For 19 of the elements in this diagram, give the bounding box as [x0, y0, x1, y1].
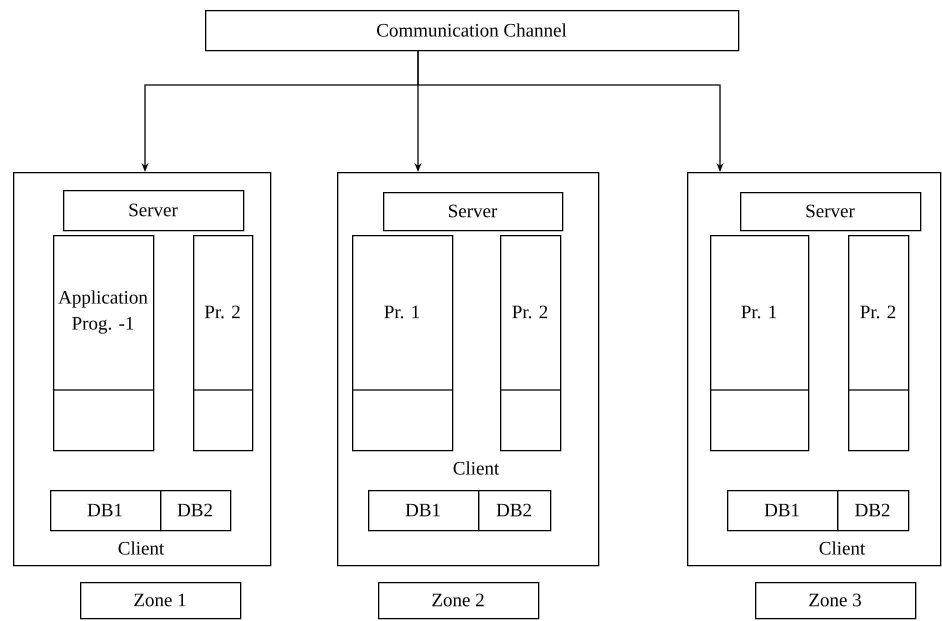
- database-box: DB1: [50, 490, 162, 532]
- program-box: Pr. 2: [848, 235, 910, 452]
- channel-box: Communication Channel: [205, 10, 740, 52]
- zone-label-box: Zone 2: [378, 582, 540, 620]
- zone-label-box: Zone 3: [755, 582, 916, 620]
- server-box: Server: [383, 192, 564, 232]
- program-box: Application Prog. -1: [53, 235, 154, 452]
- server-box: Server: [740, 192, 922, 232]
- database-box: DB2: [478, 490, 552, 532]
- database-box: DB2: [160, 490, 232, 532]
- server-box: Server: [63, 190, 244, 232]
- database-box: DB2: [837, 490, 910, 532]
- zone-label-box: Zone 1: [80, 582, 242, 620]
- program-box: Pr. 2: [193, 235, 254, 452]
- program-box: Pr. 1: [710, 235, 810, 452]
- database-box: DB1: [727, 490, 838, 532]
- program-box: Pr. 1: [352, 235, 454, 452]
- database-box: DB1: [368, 490, 480, 532]
- program-box: Pr. 2: [500, 235, 562, 452]
